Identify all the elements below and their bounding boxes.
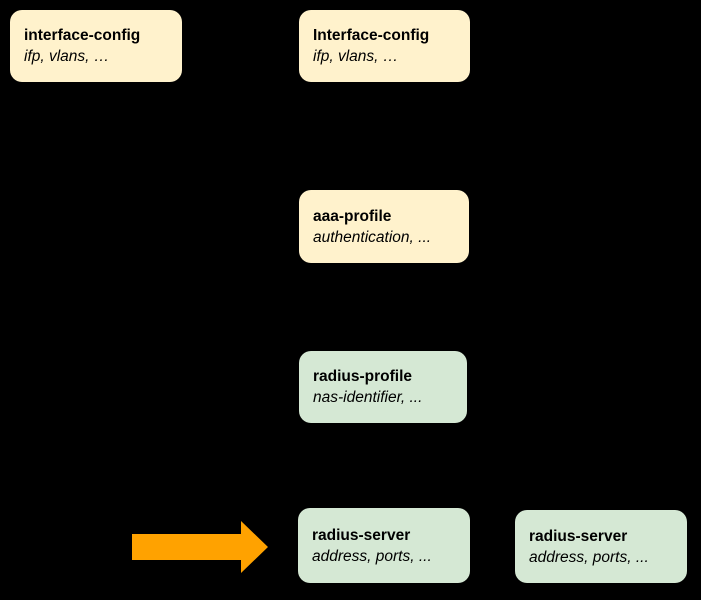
node-subtitle: nas-identifier, ... <box>313 389 423 406</box>
highlight-arrow-shape <box>132 521 268 573</box>
node-subtitle: address, ports, ... <box>312 547 432 565</box>
node-subtitle: ifp, vlans, … <box>313 48 399 65</box>
node-aaa-profile: aaa-profile authentication, ... <box>299 190 469 263</box>
node-title: aaa-profile <box>313 207 392 225</box>
node-title: radius-profile <box>313 368 413 385</box>
node-subtitle: ifp, vlans, … <box>24 48 110 65</box>
node-subtitle: address, ports, ... <box>529 548 649 566</box>
node-interface-config-mid: Interface-config ifp, vlans, … <box>299 10 470 82</box>
node-title: radius-server <box>529 527 628 545</box>
node-radius-server-left: radius-server address, ports, ... <box>298 508 470 583</box>
highlight-arrow-icon <box>132 521 268 573</box>
node-title: interface-config <box>24 27 141 44</box>
node-subtitle: authentication, ... <box>313 228 432 246</box>
node-title: radius-server <box>312 526 411 544</box>
node-radius-profile: radius-profile nas-identifier, ... <box>299 351 467 423</box>
node-radius-server-right: radius-server address, ports, ... <box>515 510 687 583</box>
node-interface-config-left: interface-config ifp, vlans, … <box>10 10 182 82</box>
node-title: Interface-config <box>313 27 430 44</box>
